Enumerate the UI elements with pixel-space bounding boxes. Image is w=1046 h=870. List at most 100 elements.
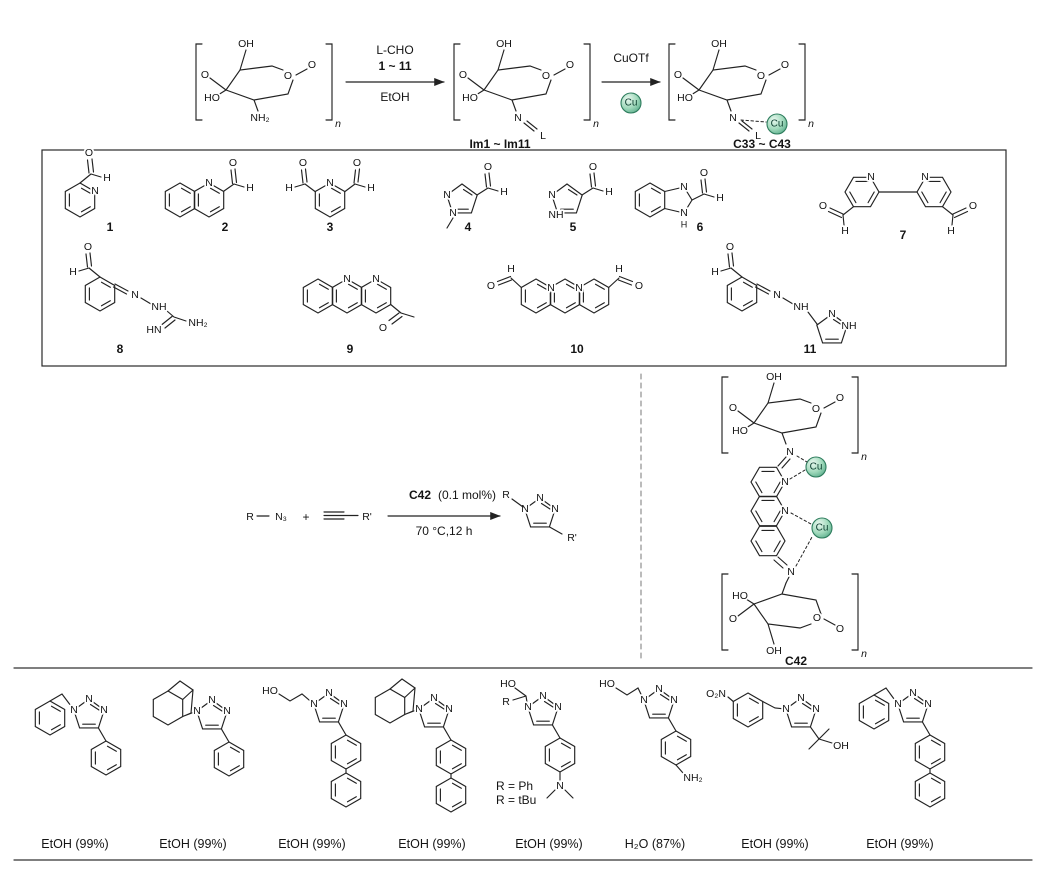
reaction-arrow-2: CuOTf Cu [601,51,661,114]
coordination-bond [796,455,808,463]
atom-label: N [372,273,380,285]
complex-label: C42 [785,654,807,668]
atom-label: N [894,698,902,710]
ligand-7-structure: N N O H O H 7 [817,169,979,242]
atom-label: N [575,282,583,294]
atom-label: O [299,157,307,169]
cho-bonds [827,206,855,226]
ring [84,276,116,312]
ligand-10-structure: N N H O H O 10 [485,261,645,356]
atom-label: OH [766,645,782,657]
atom-label: N [909,687,917,699]
atom-label: NH [548,209,563,221]
ligand-9-structure: N N O 9 [302,271,415,356]
repeat-n: n [808,118,814,130]
coordination-bond [740,119,767,123]
alkyne-bonds [323,511,359,520]
chitosan-structure: OH O HO O O NH₂ n [195,36,343,132]
atom-label: O [308,59,316,71]
atom-label: N [208,694,216,706]
atom-label: O [812,403,820,415]
ring [330,734,362,770]
ligand-number: 4 [465,220,472,234]
ligand-8-structure: O H N NH HN NH₂ 8 [67,239,209,356]
product-5-structure: HO R N N N N R = Ph R = tBu EtOH (99%) [496,676,583,851]
repeat-n: n [593,118,599,130]
r-group-definition: R = tBu [496,793,536,807]
atom-label: O [726,241,734,253]
atom-label: NH₂ [683,772,702,784]
atom-label: O [284,70,292,82]
atom-label: O [229,157,237,169]
product-7-structure: O₂N N N N OH EtOH (99%) [704,686,850,851]
sugar-ring [467,49,566,112]
atom-label: N [670,694,678,706]
atom-label: N [812,703,820,715]
ring [750,466,786,498]
ring [302,278,334,314]
atom-label: HO [500,678,516,690]
ligand-1-structure: O H N 1 [64,145,114,234]
atom-label: O [201,69,209,81]
bracket-left [721,573,729,651]
copper-sphere [811,517,833,539]
atom-label: NH [841,320,856,332]
atom-label: NH₂ [250,112,269,124]
bracket-right [851,573,859,651]
atom-label: O [969,200,977,212]
hydrazone-bonds [112,283,187,329]
ring [750,495,786,527]
atom-label: O₂N [706,688,726,700]
atom-label: N [782,703,790,715]
imine-polymer-structure: OH O HO O O n N L Im1 ~ Im11 [453,36,601,151]
r-group-definition: R = Ph [496,779,533,793]
atom-label: O [635,280,643,292]
ring [750,525,786,557]
atom-label: N [797,692,805,704]
atom-label: N [729,112,737,124]
product-yield: EtOH (99%) [741,837,808,851]
atom-label: H [681,219,688,229]
atom-label: N [131,289,139,301]
atom-label: OH [238,38,254,50]
ligand-number: 10 [570,342,584,356]
atom-label: N [547,282,555,294]
atom-label: O [353,157,361,169]
bonds [167,680,230,743]
cho-bonds [691,178,715,201]
atom-label: O [836,392,844,404]
repeat-n: n [861,451,867,463]
atom-label: O [729,402,737,414]
ring [90,740,122,776]
ring [726,276,758,312]
imine-series-label: Im1 ~ Im11 [469,137,530,151]
atom-label: N [867,171,875,183]
atom-label: R' [362,511,372,523]
atom-label: N [449,207,457,219]
copper-complex-polymer-structure: OH O HO O O n N L Cu C33 ~ C43 [668,36,816,151]
ligand-3-structure: N O H O H 3 [283,155,376,234]
ring [213,741,245,777]
product-yield: EtOH (99%) [515,837,582,851]
atom-label: HO [732,590,748,602]
ring [664,186,693,214]
ligand-6-structure: N N H O H 6 [634,165,726,234]
cho-bonds [941,206,969,226]
imine-bond [777,456,791,469]
atom-label: O [589,161,597,173]
bonds [512,687,574,799]
ligand-number: 1 [107,220,114,234]
bonds [873,687,931,774]
atom-label: N [521,503,529,515]
atom-label: N [91,185,99,197]
atom-label: N [340,698,348,710]
bonds [727,696,833,750]
atom-label: N [430,692,438,704]
atom-label: H [246,182,254,194]
atom-label: N [443,189,451,201]
atom-label: O [542,70,550,82]
atom-label: O [84,241,92,253]
atom-label: OH [711,38,727,50]
coordination-bond [795,536,813,567]
product-yield: EtOH (99%) [159,837,226,851]
